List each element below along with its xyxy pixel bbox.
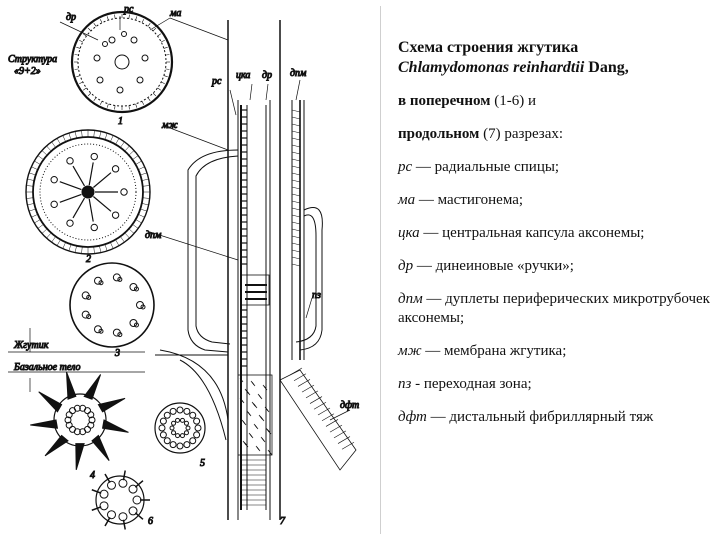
label-num-6: 6 (148, 516, 153, 527)
legend-long-line: продольном (7) разрезах: (398, 125, 713, 144)
label-pz: пз (312, 290, 321, 301)
label-struktura-2: «9+2» (14, 66, 41, 77)
label-struktura-1: Структура (8, 54, 57, 65)
legend-item: дфт — дистальный фибриллярный тяж (398, 408, 713, 427)
label-dpm-left: дпм (145, 230, 162, 241)
legend-title-line1: Схема строения жгутика (398, 39, 579, 56)
flagellum-diagram: рс др ма Структура «9+2» 1 мж дпм 2 3 Жг… (8, 4, 360, 530)
label-dr-long: др (262, 70, 272, 81)
legend-item-abbr: пз (398, 376, 412, 392)
legend-item-abbr: дфт (398, 409, 427, 425)
legend-item-abbr: дпм (398, 291, 423, 307)
label-bazalnoe-telo: Базальное тело (13, 362, 81, 373)
legend-item-abbr: др (398, 258, 414, 274)
label-mzh: мж (161, 120, 178, 131)
legend-item-abbr: мж (398, 343, 422, 359)
label-num-4: 4 (90, 470, 95, 481)
label-dft: дфт (340, 400, 359, 411)
legend-item-text: — мастигонема; (415, 192, 524, 208)
legend-cross-rest: (1-6) и (490, 93, 536, 109)
cross-section-1 (70, 10, 174, 114)
legend-item: мж — мембрана жгутика; (398, 342, 713, 361)
label-num-3: 3 (114, 348, 120, 359)
legend-item-abbr: рс (398, 159, 413, 175)
legend-item-text: - переходная зона; (411, 376, 532, 392)
legend-item: цка — центральная капсула аксонемы; (398, 224, 713, 243)
legend-item-text: — дистальный фибриллярный тяж (426, 409, 654, 425)
legend-item-text: — мембрана жгутика; (421, 343, 567, 359)
label-rs-top: рс (123, 4, 134, 15)
legend-item: пз - переходная зона; (398, 375, 713, 394)
legend-item-abbr: ма (398, 192, 416, 208)
label-num-2: 2 (86, 254, 91, 265)
legend-long-bold: продольном (398, 126, 480, 142)
label-num-5: 5 (200, 458, 205, 469)
legend-item-abbr: цка (398, 225, 420, 241)
legend-item-text: — радиальные спицы; (412, 159, 560, 175)
legend-title-species: Chlamydomonas reinhardtii (398, 59, 585, 76)
label-ma: ма (169, 8, 181, 19)
legend-item-text: — дуплеты периферических микротрубочек а… (398, 291, 710, 326)
legend-item: ма — мастигонема; (398, 191, 713, 210)
cross-section-3 (69, 262, 155, 348)
legend-cross-bold: в поперечном (398, 93, 491, 109)
legend-long-rest: (7) разрезах: (479, 126, 564, 142)
label-num-1: 1 (118, 116, 123, 127)
cross-section-2 (25, 129, 151, 255)
cross-section-6 (91, 470, 150, 530)
legend-item: дпм — дуплеты периферических микротрубоч… (398, 290, 713, 328)
leader-lines (8, 16, 351, 421)
label-dpm-long: дпм (290, 68, 307, 79)
label-num-7: 7 (280, 516, 286, 527)
cross-section-4 (30, 371, 129, 471)
label-zhgutik: Жгутик (13, 340, 49, 351)
legend-item: др — динеиновые «ручки»; (398, 257, 713, 276)
cross-section-5 (154, 402, 206, 454)
label-rs-long: рс (211, 76, 222, 87)
longitudinal-section-7 (155, 20, 357, 520)
legend-title: Схема строения жгутика Chlamydomonas rei… (398, 38, 713, 78)
divider (380, 6, 381, 534)
label-dr-top: др (66, 12, 76, 23)
legend-title-author: Dang, (584, 59, 629, 76)
legend-item-text: — динеиновые «ручки»; (413, 258, 574, 274)
legend-item-text: — центральная капсула аксонемы; (419, 225, 645, 241)
legend-cross-line: в поперечном (1-6) и (398, 92, 713, 111)
legend: Схема строения жгутика Chlamydomonas rei… (398, 38, 713, 441)
legend-item: рс — радиальные спицы; (398, 158, 713, 177)
label-cka: цка (236, 70, 250, 81)
